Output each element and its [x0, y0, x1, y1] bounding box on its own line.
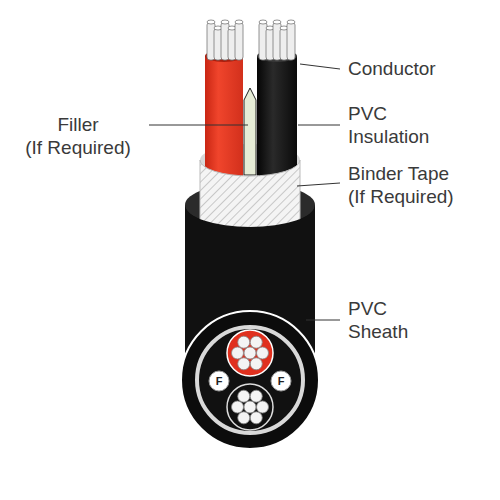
strand [238, 336, 250, 348]
strand [235, 22, 243, 60]
strand [257, 347, 269, 359]
part-label: PVC Sheath [348, 297, 408, 343]
strand [244, 401, 256, 413]
black-core-section [227, 384, 273, 430]
filler-marker: F [278, 375, 285, 387]
strand [238, 412, 250, 424]
strand [232, 401, 244, 413]
strand-end [235, 20, 243, 24]
filler-section [271, 371, 291, 391]
strand [250, 390, 262, 402]
strand [238, 358, 250, 370]
strand [232, 347, 244, 359]
part-label: Conductor [348, 57, 436, 80]
strand-end [259, 20, 267, 24]
strand [244, 347, 256, 359]
strand-end [207, 20, 215, 24]
strand [238, 390, 250, 402]
strand-end [273, 20, 281, 24]
binder-section [197, 327, 303, 433]
strand-section [232, 336, 269, 424]
red-core [205, 56, 243, 176]
strand [287, 22, 295, 60]
part-label: Filler (If Required) [12, 113, 144, 159]
part-label: Binder Tape (If Required) [348, 162, 454, 208]
leader-line [297, 183, 340, 186]
strand [257, 401, 269, 413]
filler-marker: F [216, 375, 223, 387]
filler-section [209, 371, 229, 391]
red-core-section [227, 330, 273, 376]
leader-lines [149, 64, 340, 320]
strand [250, 358, 262, 370]
strand-end [287, 20, 295, 24]
strand [250, 412, 262, 424]
black-core [257, 56, 297, 176]
leader-line [306, 320, 340, 321]
filler-rod [244, 88, 256, 175]
conductor-strands [207, 20, 295, 60]
strand [250, 336, 262, 348]
leader-line [300, 64, 340, 69]
sheath-lip [185, 205, 315, 250]
part-label: PVC Insulation [348, 102, 429, 148]
strand-end [221, 20, 229, 24]
sheath-section [181, 311, 319, 449]
leader-line [298, 125, 340, 126]
leader-line [149, 125, 248, 126]
binder-tape [200, 160, 300, 230]
